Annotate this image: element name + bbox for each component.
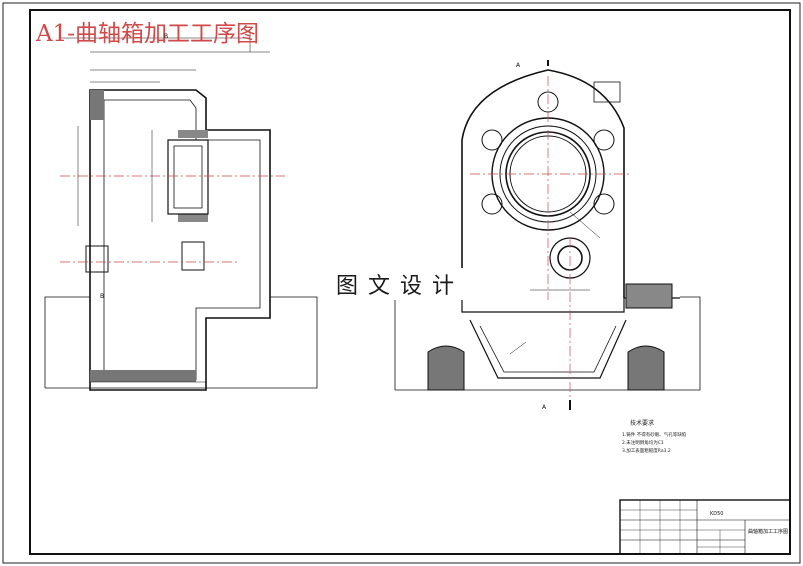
title-block-code: KD50 [710,511,724,517]
section-mark-b-bottom: B [100,293,105,300]
tech-note-1: 1.铸件 不得有砂眼、气孔等缺陷 [622,433,687,438]
title-block [619,499,791,555]
right-front-view [394,60,701,410]
tech-note-3: 3.加工表面粗糙度Ra3.2 [622,449,671,454]
section-mark-b-top: B [164,33,169,40]
tech-notes-heading: 技术要求 [630,420,655,427]
inner-border [29,9,791,555]
left-section-view [44,30,318,391]
tech-note-2: 2.未注明倒角均为C1 [622,441,664,446]
section-mark-a-bottom: A [542,404,547,411]
section-mark-a-top: A [516,62,521,69]
drawing-title: A1-曲轴箱加工工序图 [36,21,260,47]
watermark-text: 图文设计 [334,268,467,300]
title-block-name: 曲轴箱加工工序图 [748,529,789,535]
